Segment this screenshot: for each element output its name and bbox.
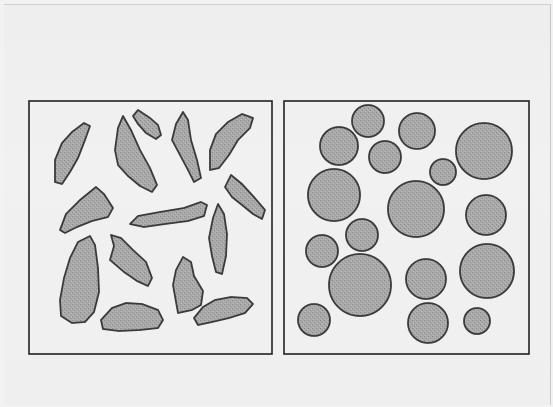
round-particle xyxy=(369,141,401,173)
round-particle xyxy=(460,244,514,298)
angular-particle xyxy=(110,235,152,286)
rounded-particles-panel xyxy=(284,101,529,354)
angular-particle xyxy=(133,110,161,139)
round-particle xyxy=(298,304,330,336)
round-particle xyxy=(456,123,512,179)
angular-particle xyxy=(172,112,201,182)
round-particle xyxy=(399,113,435,149)
round-particle xyxy=(329,254,391,316)
round-particle xyxy=(320,127,358,165)
round-particle xyxy=(408,303,448,343)
angular-particle xyxy=(101,303,163,331)
angular-particle xyxy=(55,123,90,184)
angular-particle xyxy=(194,297,253,325)
round-particle xyxy=(430,159,456,185)
round-particle xyxy=(346,219,378,251)
angular-particle xyxy=(225,175,265,219)
round-particle xyxy=(406,259,446,299)
round-particle xyxy=(464,308,490,334)
angular-particle xyxy=(60,236,99,323)
round-particle xyxy=(308,169,360,221)
angular-particle xyxy=(173,257,203,313)
irregular-particles-panel xyxy=(29,101,272,354)
round-particle xyxy=(388,181,444,237)
angular-particle xyxy=(209,204,227,274)
round-particle xyxy=(306,235,338,267)
round-particle xyxy=(466,195,506,235)
angular-particle xyxy=(60,187,113,233)
round-particle xyxy=(352,105,384,137)
angular-particle xyxy=(210,114,253,170)
angular-particle xyxy=(130,202,207,227)
